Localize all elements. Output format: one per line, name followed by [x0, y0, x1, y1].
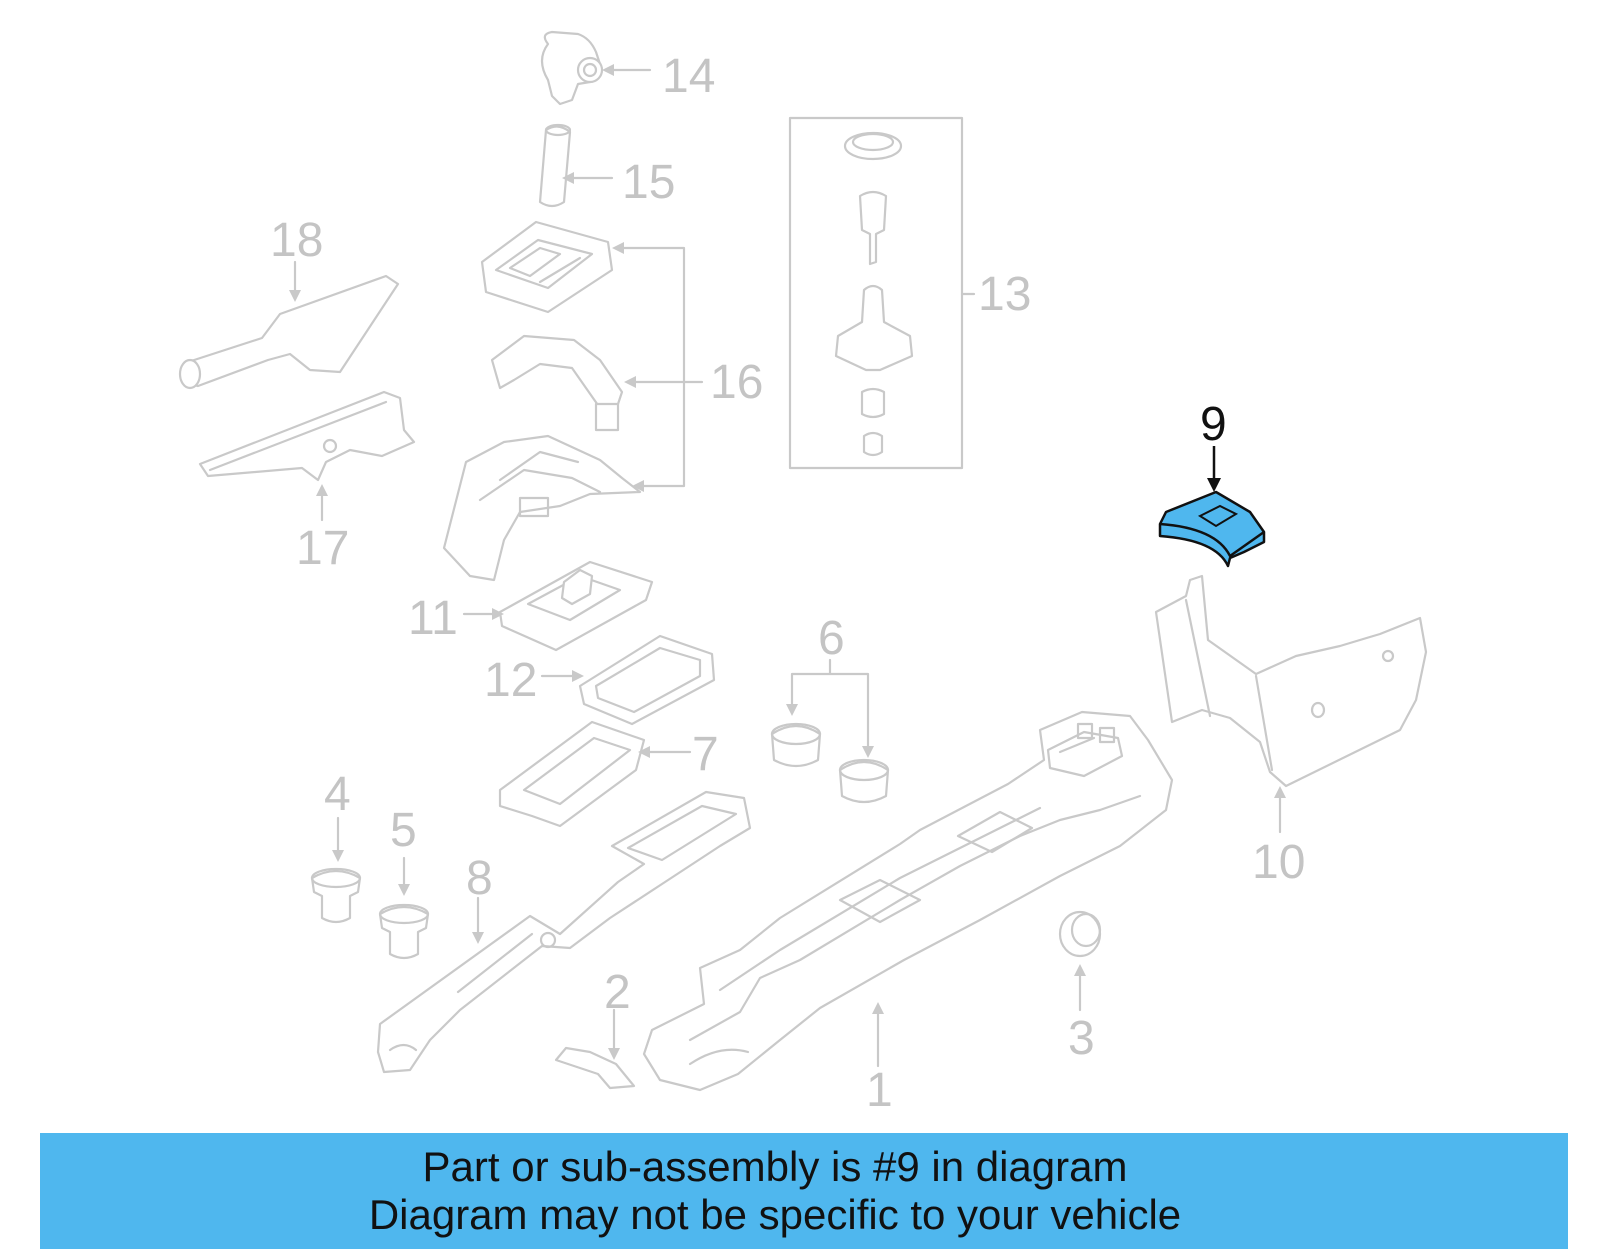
callout-9: 9: [1200, 398, 1227, 451]
part-6-cup-inserts[interactable]: [770, 722, 890, 804]
callout-17: 17: [296, 522, 349, 575]
part-13-boot-kit[interactable]: [788, 116, 964, 470]
callout-2: 2: [604, 966, 631, 1019]
callout-7: 7: [692, 728, 719, 781]
info-banner: Part or sub-assembly is #9 in diagram Di…: [40, 1133, 1568, 1249]
callout-4: 4: [324, 768, 351, 821]
banner-part-note: Part or sub-assembly is #9 in diagram: [422, 1143, 1128, 1190]
callout-5: 5: [390, 804, 417, 857]
callout-16: 16: [710, 356, 763, 409]
parts-diagram: 14 15 18 13 16 9 17 11 6 12 7 4 5 10 8 2…: [178, 30, 1428, 1117]
part-14-shift-knob[interactable]: [540, 30, 604, 106]
callout-1: 1: [866, 1064, 893, 1117]
part-18-handbrake-handle[interactable]: [178, 274, 400, 390]
callout-13: 13: [978, 268, 1031, 321]
callout-3: 3: [1068, 1012, 1095, 1065]
callout-14: 14: [662, 50, 715, 103]
part-12-gasket[interactable]: [578, 634, 716, 726]
part-16-shifter-assembly[interactable]: [442, 220, 642, 582]
part-7-storage-tray[interactable]: [498, 720, 646, 828]
callout-10: 10: [1252, 836, 1305, 889]
part-2-bracket[interactable]: [554, 1046, 636, 1090]
callout-6: 6: [818, 612, 845, 665]
part-15-sleeve[interactable]: [538, 123, 572, 208]
callout-8: 8: [466, 852, 493, 905]
part-10-rear-panel[interactable]: [1154, 574, 1428, 788]
callout-12: 12: [484, 654, 537, 707]
part-11-boot-trim[interactable]: [498, 560, 654, 652]
part-8-armrest-trim[interactable]: [376, 790, 752, 1074]
part-9-highlighted[interactable]: [1158, 490, 1266, 568]
callout-11: 11: [408, 592, 458, 645]
part-1-center-console[interactable]: [642, 710, 1174, 1092]
callout-15: 15: [622, 156, 675, 209]
callout-18: 18: [270, 214, 323, 267]
part-5-plug[interactable]: [378, 903, 430, 960]
part-4-plug[interactable]: [310, 867, 362, 924]
part-3-plug[interactable]: [1058, 910, 1102, 958]
banner-disclaimer: Diagram may not be specific to your vehi…: [368, 1191, 1182, 1238]
part-17-handbrake-base[interactable]: [198, 390, 416, 482]
